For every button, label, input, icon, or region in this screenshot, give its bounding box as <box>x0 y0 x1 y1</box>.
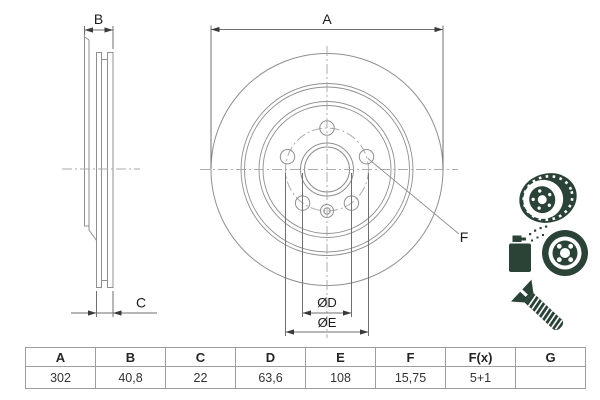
spec-header-b: B <box>95 347 166 367</box>
dimension-a-label: A <box>322 11 332 27</box>
vented-brake-disc-icon <box>519 173 577 223</box>
dimension-e-label: ØE <box>318 315 337 330</box>
spec-header-fx: F(x) <box>445 347 516 367</box>
spray-coated-disc-icon <box>509 225 588 276</box>
spec-value-row: 302 40,8 22 63,6 108 15,75 5+1 <box>25 366 586 389</box>
spec-value-fx: 5+1 <box>445 366 516 389</box>
callout-f-label: F <box>460 229 469 245</box>
spec-header-e: E <box>305 347 376 367</box>
spec-value-b: 40,8 <box>95 366 166 389</box>
spec-header-row: A B C D E F F(x) G <box>25 347 586 367</box>
callout-f: F <box>367 158 469 245</box>
side-view <box>62 34 140 288</box>
spec-header-d: D <box>235 347 306 367</box>
spec-header-f: F <box>375 347 446 367</box>
dimension-c-label: C <box>136 295 146 311</box>
spec-value-c: 22 <box>165 366 236 389</box>
spec-header-c: C <box>165 347 236 367</box>
spec-header-g: G <box>515 347 586 367</box>
front-view <box>200 46 458 338</box>
dimension-e: ØE <box>285 173 369 336</box>
technical-drawing: B C <box>62 11 588 338</box>
spec-value-d: 63,6 <box>235 366 306 389</box>
dimension-b-label: B <box>94 11 103 27</box>
spec-header-a: A <box>25 347 96 367</box>
spec-value-f: 15,75 <box>375 366 446 389</box>
spec-value-g <box>515 366 586 389</box>
spec-value-a: 302 <box>25 366 96 389</box>
dimension-d: ØD <box>302 173 352 317</box>
dimension-c: C <box>71 291 157 317</box>
dimension-b: B <box>84 11 114 49</box>
dimension-d-label: ØD <box>317 295 337 310</box>
countersunk-screw-icon <box>511 279 564 331</box>
spec-value-e: 108 <box>305 366 376 389</box>
dimension-a: A <box>210 11 444 169</box>
spec-table: A B C D E F F(x) G 302 40,8 22 63,6 108 … <box>25 347 586 389</box>
